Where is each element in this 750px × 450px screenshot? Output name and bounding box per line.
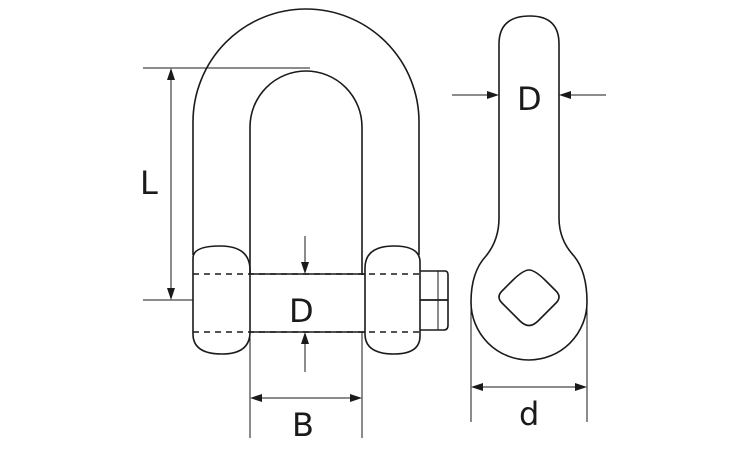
dim-pin-d-label: D (289, 292, 314, 330)
right-eye-boss (364, 245, 421, 355)
dim-l-arrow-top (167, 68, 175, 80)
bow-outer-outline (192, 8, 420, 255)
bow-inner-outline (249, 70, 363, 275)
side-view: D d (452, 15, 606, 433)
pin-head-nut (420, 270, 449, 331)
dim-small-d-label: d (519, 395, 539, 433)
left-eye-boss (192, 245, 251, 355)
dim-l-arrow-bottom (167, 288, 175, 300)
dim-small-d-arrow-left (471, 383, 483, 391)
dim-side-d-arrow-left (487, 91, 499, 99)
dim-side-d-arrow-right (559, 91, 571, 99)
dim-pin-d-arrow-bottom (301, 332, 309, 344)
dim-pin-d-arrow-top (301, 262, 309, 274)
side-body-outline (470, 15, 588, 361)
dim-b-arrow-left (250, 394, 262, 402)
dim-l-label: L (140, 164, 158, 202)
dim-side-d-label: D (517, 80, 542, 118)
front-view: L D B (140, 8, 449, 444)
dim-b-label: B (292, 406, 314, 444)
dim-small-d-arrow-right (575, 383, 587, 391)
side-pin-hole (498, 269, 560, 327)
dim-b-arrow-right (350, 394, 362, 402)
